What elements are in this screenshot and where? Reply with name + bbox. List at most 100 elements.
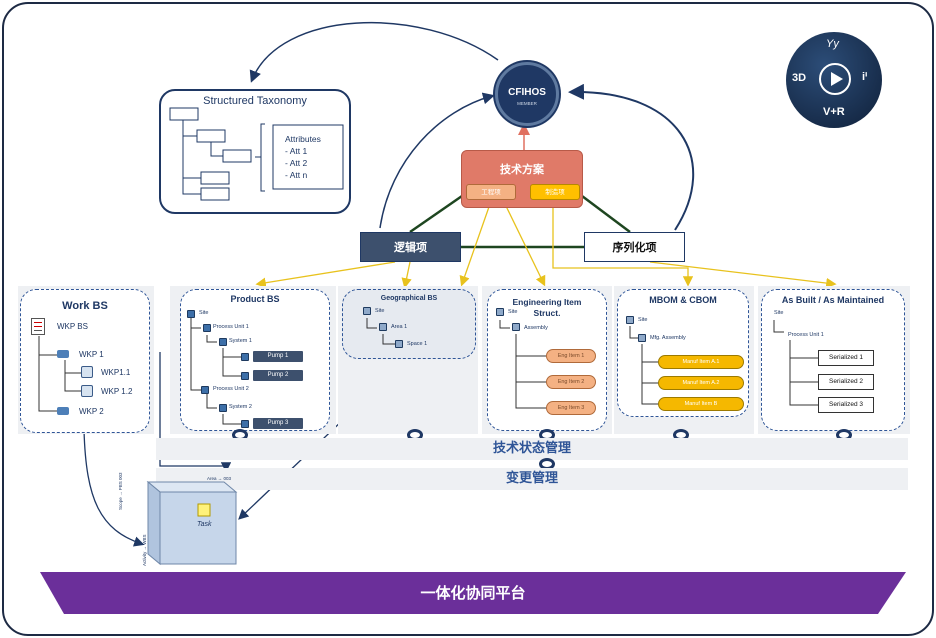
mbom-box: MBOM & CBOM Site Mfg. Assembly Manuf Ite… [617, 289, 749, 417]
unit-icon [201, 386, 209, 394]
cube-top-label: Area → 003 [207, 476, 232, 481]
brand-logo: Yy 3D iⁱ V+R [786, 32, 882, 128]
eng-item-title: Engineering Item Struct. [512, 297, 582, 318]
wkp-label: WKP1.1 [101, 368, 131, 377]
attributes-title: Attributes [285, 134, 321, 144]
cube-left-label: Scope → PBS 003 [118, 472, 123, 510]
work-package-icon [57, 407, 69, 415]
play-icon [819, 63, 851, 95]
eng-item-box: Engineering Item Struct. Site Assembly E… [487, 289, 607, 431]
work-package-icon [57, 350, 69, 358]
work-bs-tree [38, 336, 81, 412]
serialized-box: Serialized 2 [818, 374, 874, 390]
as-built-title: As Built / As Maintained [781, 295, 885, 305]
assembly-icon [638, 334, 646, 342]
task-cube [146, 480, 238, 566]
taxonomy-tree [169, 107, 344, 201]
logic-to-cfihos-arrow [379, 92, 495, 229]
eng-item-pill: Eng Item 3 [546, 401, 596, 415]
config-mgmt-bar: 技术状态管理 [156, 438, 908, 460]
manuf-item-pill: Manuf Item A.1 [658, 355, 744, 369]
area-icon [379, 323, 387, 331]
system-label: System 1 [229, 338, 252, 344]
site-label: Site [375, 308, 385, 314]
wkp-label: WKP 1 [79, 350, 104, 359]
mbom-tree [629, 326, 658, 405]
process-unit-label: Process Unit 1 [213, 324, 249, 330]
assembly-icon [512, 323, 520, 331]
cube-task-label: Task [197, 521, 212, 528]
scheme-serial-link [581, 195, 631, 233]
logo-right-label: iⁱ [862, 71, 868, 83]
site-label: Site [199, 310, 209, 316]
logic-to-geo-arrow [401, 261, 412, 289]
space-icon [395, 340, 403, 348]
pump-icon [241, 372, 249, 380]
pump-box: Pump 3 [253, 418, 303, 429]
attribute-item: - Att 2 [285, 158, 308, 168]
cfihos-to-taxonomy-arrow [249, 21, 499, 83]
pump-box: Pump 2 [253, 370, 303, 381]
pump-box: Pump 1 [253, 351, 303, 362]
eng-item-tree [499, 320, 546, 409]
checklist-icon [81, 366, 93, 378]
pump-icon [241, 420, 249, 428]
as-built-box: As Built / As Maintained Site Process Un… [761, 289, 905, 431]
geo-bs-box: Geographical BS Site Area 1 Space 1 [342, 289, 476, 359]
wkp-bs-label: WKP BS [57, 322, 88, 331]
tag-engineering: 工程项 [466, 184, 516, 200]
serial-item-box: 序列化项 [584, 232, 685, 262]
eng-item-pill: Eng Item 1 [546, 349, 596, 363]
document-icon [31, 318, 45, 335]
attribute-item: - Att 1 [285, 146, 308, 156]
cfihos-badge: CFIHOS MEMBER [495, 62, 559, 126]
change-mgmt-bar: 变更管理 [156, 468, 908, 490]
scheme-logic-link [409, 194, 463, 234]
assembly-label: Assembly [524, 325, 548, 331]
pump-icon [241, 353, 249, 361]
system-icon [219, 404, 227, 412]
site-icon [626, 316, 634, 324]
platform-band [40, 572, 906, 614]
attributes-list: Attributes - Att 1 - Att 2 - Att n [285, 133, 321, 181]
cube-side-label: Activity → WBS [142, 534, 147, 566]
wkp-label: WKP 1.2 [101, 387, 133, 396]
manuf-item-pill: Manuf Item A.2 [658, 376, 744, 390]
assembly-label: Mfg. Assembly [650, 335, 686, 341]
wbs-to-cube-arrow [83, 429, 145, 547]
site-label: Site [638, 317, 648, 323]
mfg-to-mbom-arrow [552, 204, 694, 287]
attribute-item: - Att n [285, 170, 308, 180]
system-label: System 2 [229, 404, 252, 410]
area-label: Area 1 [391, 324, 408, 330]
geo-bs-title: Geographical BS [380, 295, 438, 302]
wkp-label: WKP 2 [79, 407, 104, 416]
serialized-box: Serialized 1 [818, 350, 874, 366]
site-icon [496, 308, 504, 316]
product-bs-box: Product BS Site Process Unit 1 System 1 … [180, 289, 330, 431]
as-built-tree [773, 320, 818, 406]
cfihos-tag: MEMBER [517, 101, 537, 106]
eng-to-geo-arrow [459, 203, 491, 287]
system-icon [219, 338, 227, 346]
unit-icon [203, 324, 211, 332]
work-bs-title: Work BS [62, 300, 108, 312]
site-icon [363, 307, 371, 315]
logo-left-label: 3D [792, 72, 807, 84]
site-label: Site [774, 310, 784, 316]
product-bs-tree [190, 318, 241, 425]
manuf-item-pill: Manuf Item B [658, 397, 744, 411]
logic-item-box: 逻辑项 [360, 232, 461, 262]
site-icon [187, 310, 195, 318]
work-bs-box: Work BS WKP BS WKP 1 WKP1.1 WKP 1.2 WKP … [20, 289, 150, 433]
tech-scheme-box: 技术方案 工程项 制造项 [461, 150, 583, 208]
cfihos-name: CFIHOS [508, 87, 546, 98]
eng-to-engitem-arrow [504, 203, 546, 287]
process-unit-label: Process Unit 2 [213, 386, 249, 392]
product-bs-title: Product BS [230, 294, 280, 304]
space-label: Space 1 [407, 341, 428, 347]
process-unit-label: Process Unit 1 [788, 332, 824, 338]
checklist-icon [81, 385, 93, 397]
serialized-box: Serialized 3 [818, 397, 874, 413]
taxonomy-box: Structured Taxonomy Attributes - Att 1 -… [159, 89, 351, 214]
